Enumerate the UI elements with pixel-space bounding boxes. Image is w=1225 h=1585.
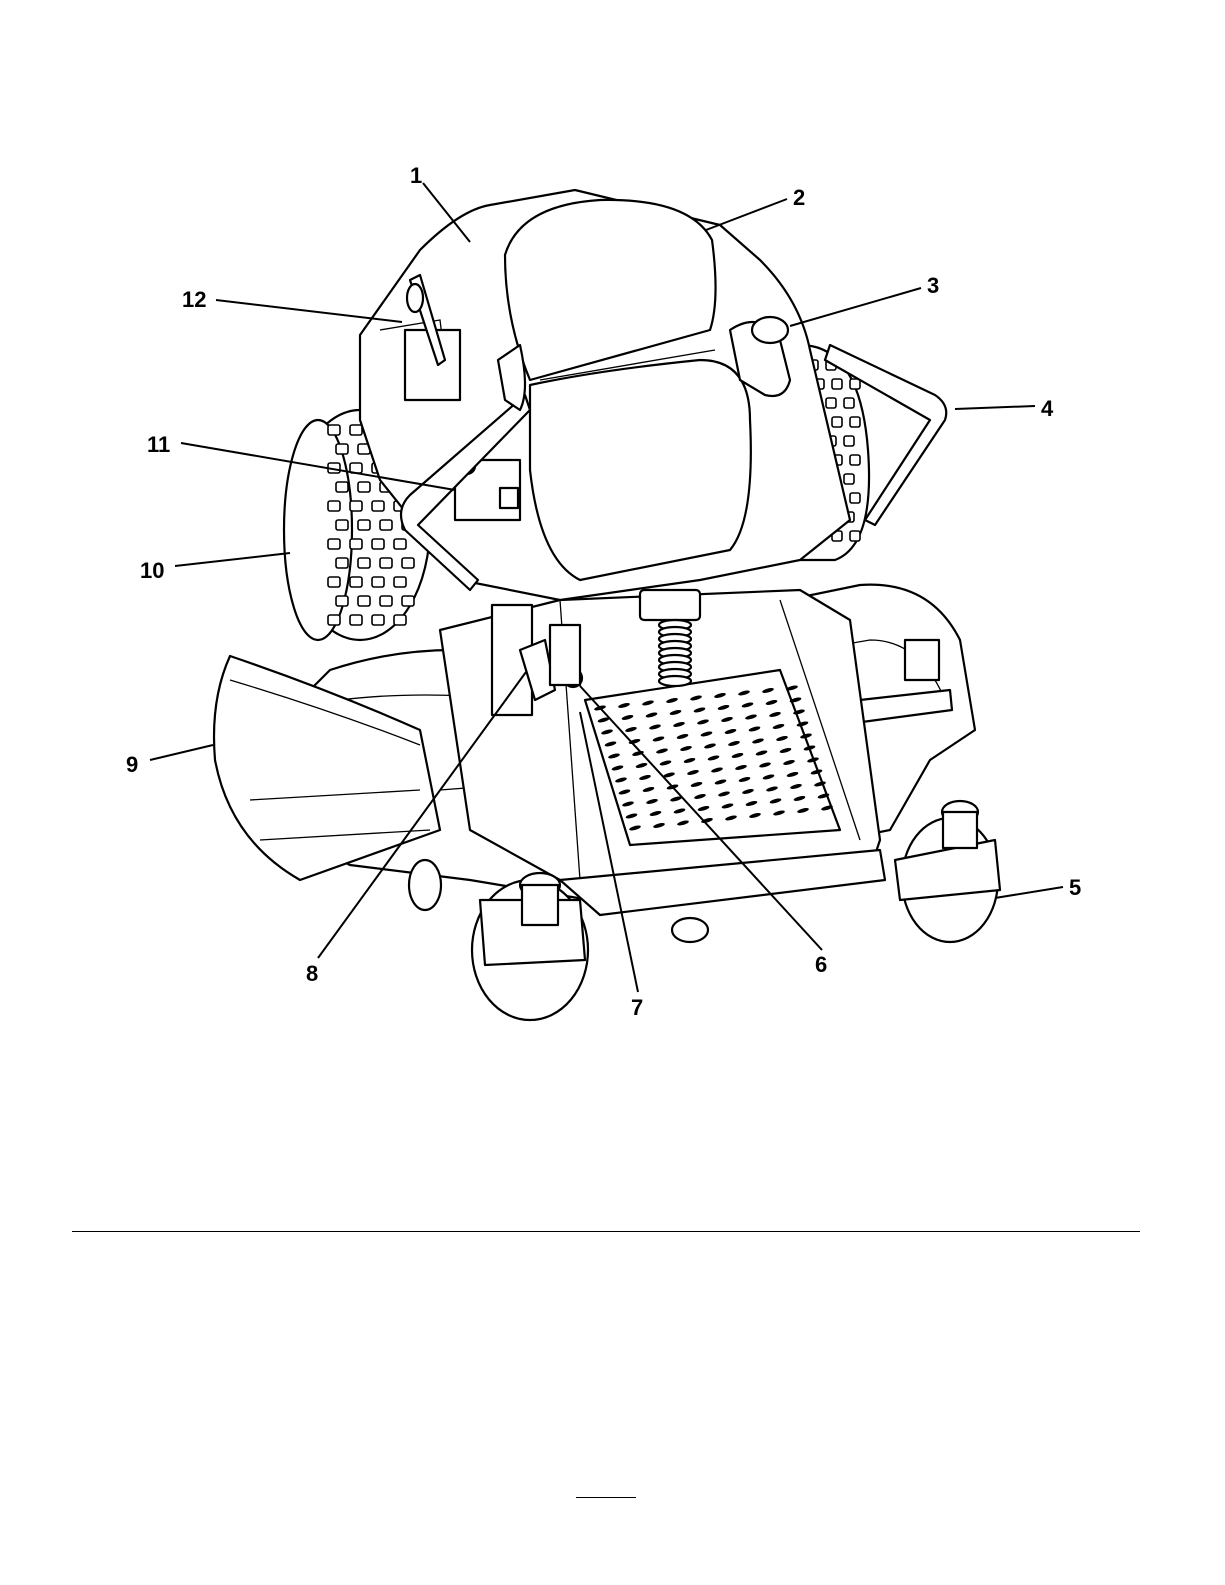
callout-9: 9 [126, 752, 138, 777]
section-divider [72, 1231, 1140, 1232]
callout-leader-9 [150, 745, 213, 760]
callout-leader-2 [706, 199, 787, 230]
callout-leader-5 [995, 887, 1063, 898]
callout-7: 7 [631, 995, 643, 1020]
callout-2: 2 [793, 185, 805, 210]
right-front-caster [895, 801, 1000, 942]
deck-lift-pedal [550, 625, 582, 687]
callout-leader-12 [216, 300, 402, 322]
callout-12: 12 [182, 287, 206, 312]
callout-4: 4 [1041, 396, 1054, 421]
callout-1: 1 [410, 163, 422, 188]
callout-6: 6 [815, 952, 827, 977]
callout-leader-4 [955, 406, 1035, 409]
page-number-rule [576, 1497, 636, 1498]
callout-3: 3 [927, 273, 939, 298]
operator-seat [505, 200, 751, 580]
callout-8: 8 [306, 961, 318, 986]
callout-leader-10 [175, 553, 290, 566]
callout-5: 5 [1069, 875, 1081, 900]
callout-10: 10 [140, 558, 164, 583]
callout-11: 11 [147, 432, 170, 457]
callout-leader-3 [790, 288, 921, 326]
